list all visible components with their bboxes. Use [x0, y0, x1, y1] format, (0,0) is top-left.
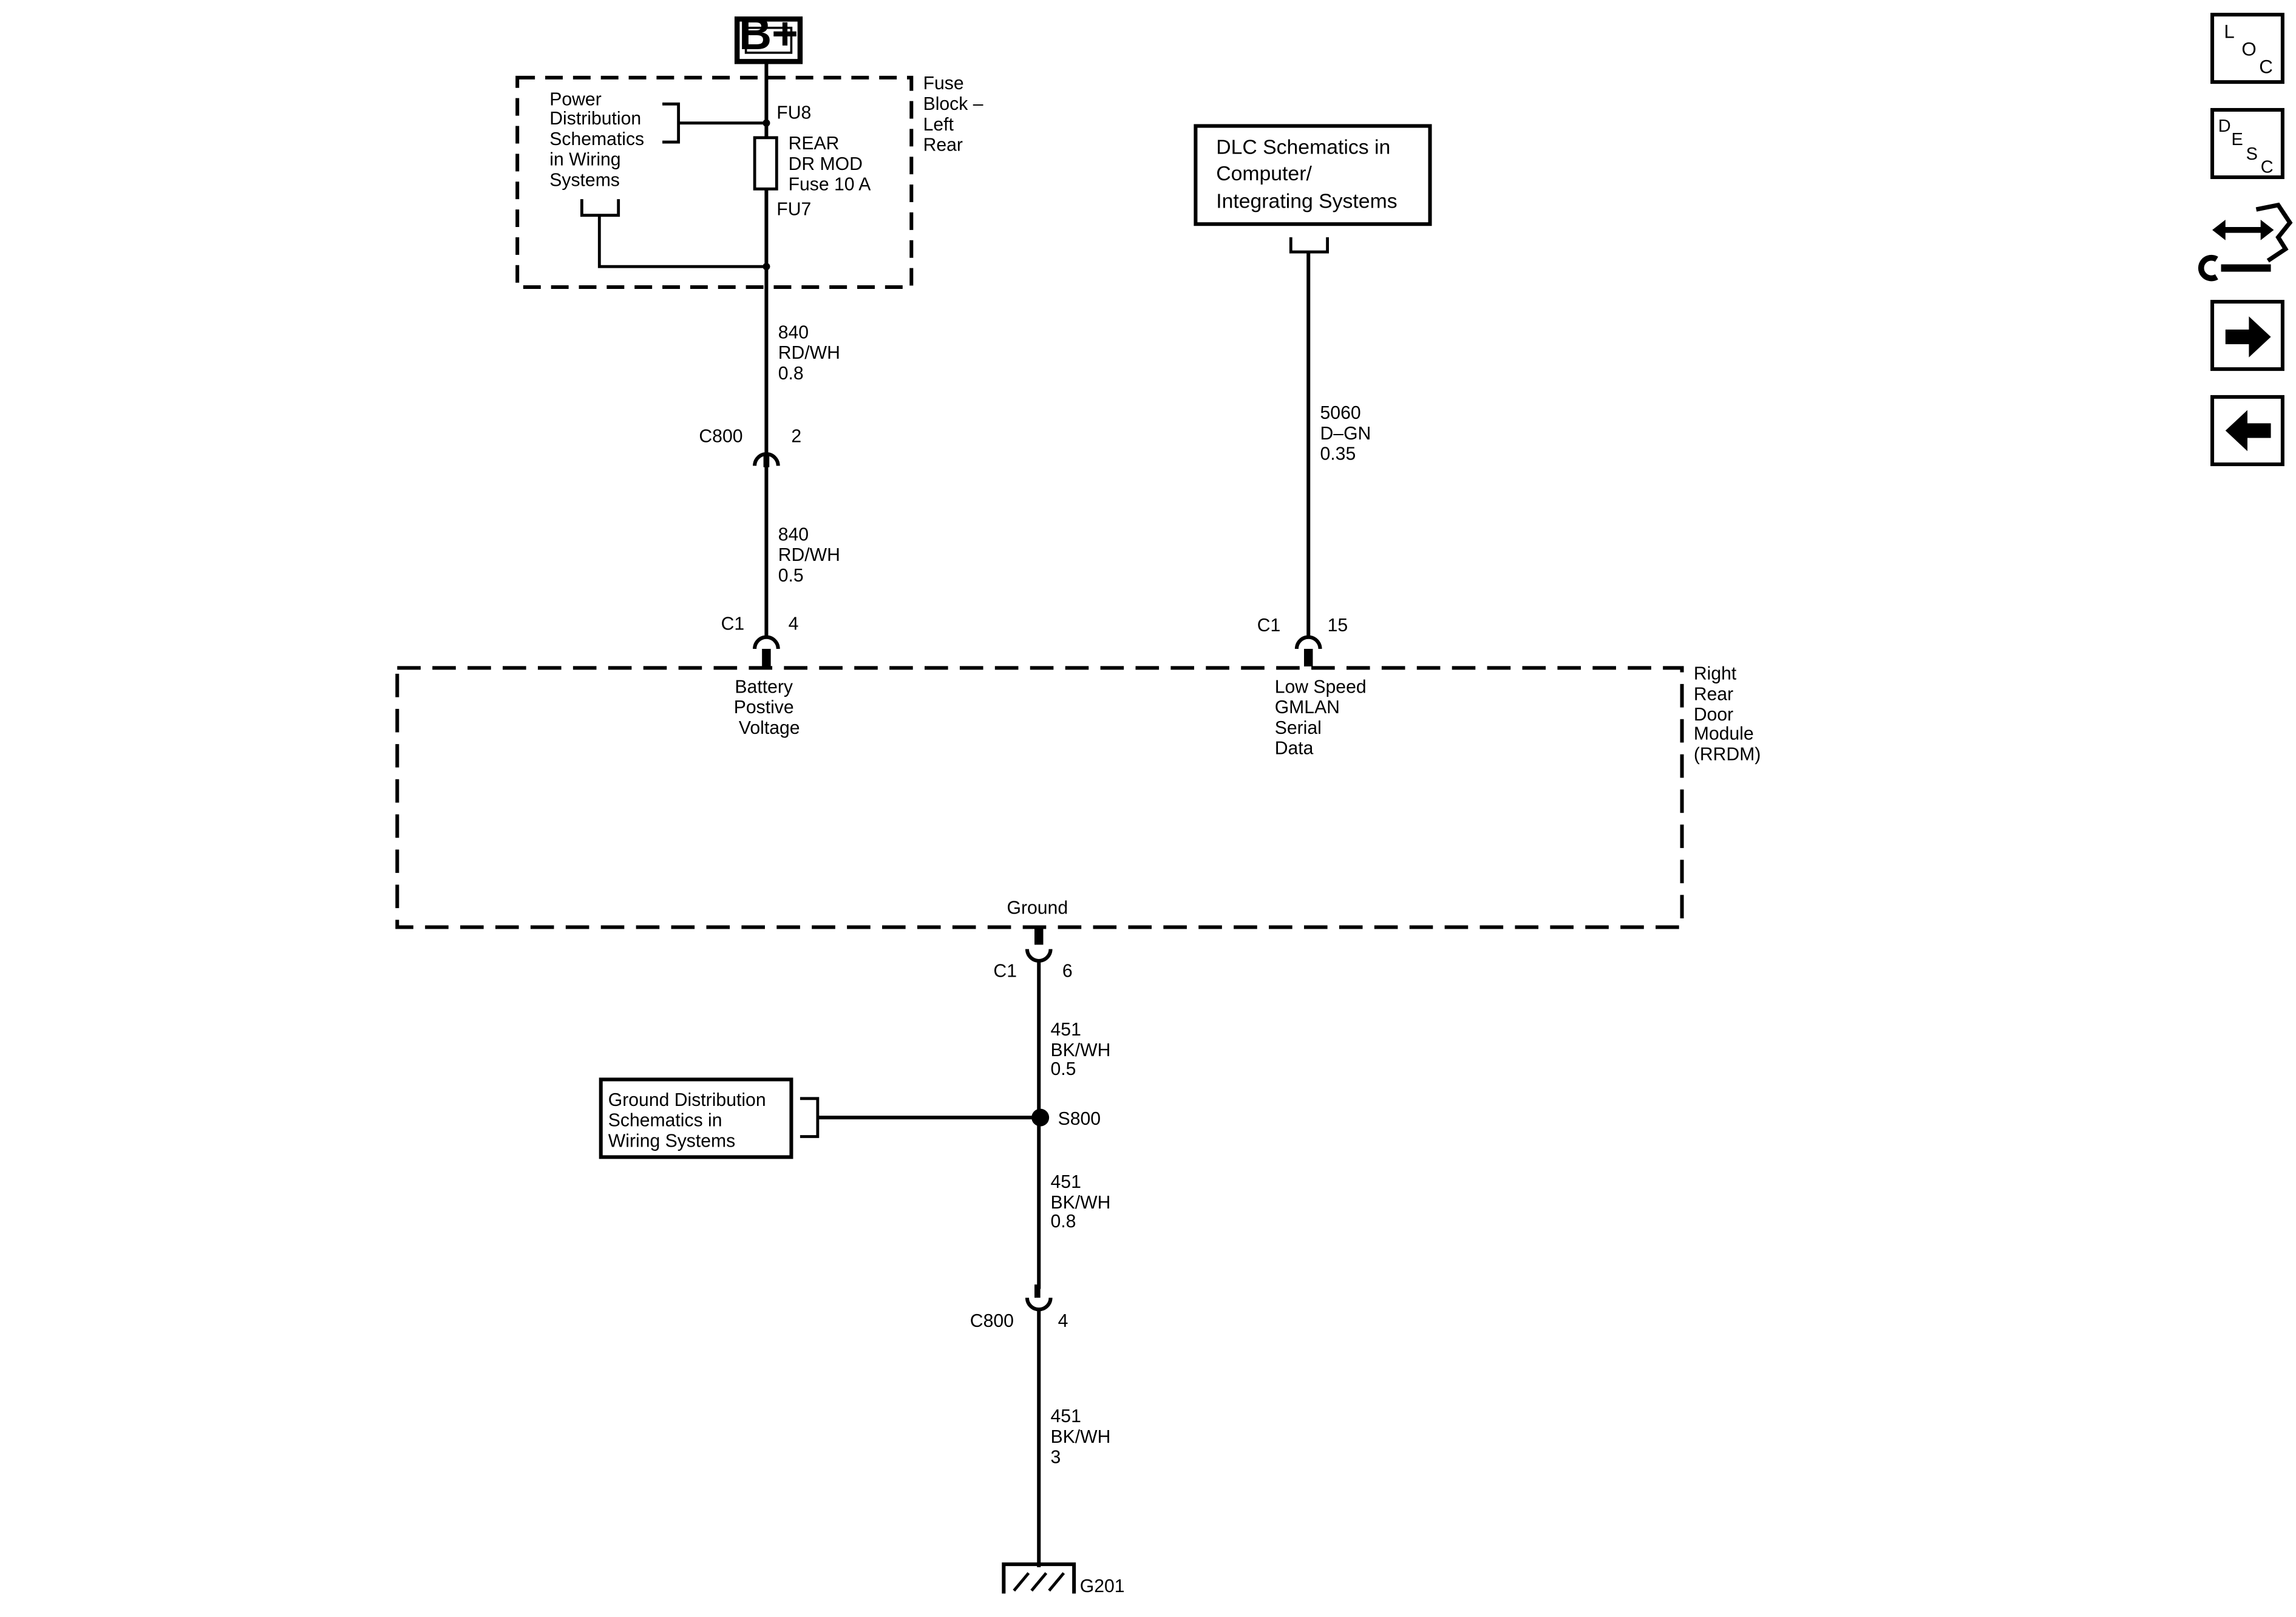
ground-point-label: G201	[1080, 1576, 1125, 1596]
svg-text:C1: C1	[721, 614, 745, 634]
svg-text:DLC Schematics in Comput: DLC Schematics in Computer/ Integrating …	[1216, 135, 1397, 212]
connector-c800-pin-4: C800 4	[970, 1284, 1068, 1331]
fu7-label: FU7	[776, 200, 811, 220]
connector-tools-icon[interactable]	[2198, 202, 2293, 282]
svg-text:C800: C800	[970, 1311, 1014, 1331]
wire-5060-label: 5060 D–GN 0.35	[1320, 403, 1376, 464]
svg-text:C1: C1	[993, 961, 1017, 981]
svg-text:C: C	[2261, 158, 2274, 177]
fuse-symbol	[753, 136, 778, 191]
ground-circuit: S800	[817, 960, 1101, 1567]
arrow-left-icon[interactable]	[2210, 395, 2284, 466]
svg-text:4: 4	[1058, 1311, 1068, 1331]
battery-positive-terminal: B+	[734, 8, 803, 64]
svg-text:2: 2	[791, 427, 801, 447]
svg-text:C1: C1	[1257, 615, 1281, 636]
right-rear-door-module: Right Rear Door Module (RRDM) Battery Po…	[395, 664, 1761, 929]
power-distribution-reference[interactable]: Power Distribution Schematics in Wiring …	[549, 90, 649, 191]
wire-840-upper-label: 840 RD/WH 0.8	[778, 322, 846, 384]
module-label: Right Rear Door Module (RRDM)	[1694, 664, 1761, 765]
svg-text:E: E	[2231, 130, 2243, 149]
wire-451-lower-label: 451 BK/WH 3	[1051, 1406, 1116, 1468]
location-button[interactable]: L O C	[2210, 13, 2284, 84]
svg-text:15: 15	[1328, 615, 1348, 636]
connector-c1-pin-6: C1 6	[993, 927, 1073, 981]
fuse-block-label: Fuse Block – Left Rear	[923, 73, 988, 155]
svg-text:C800: C800	[699, 427, 742, 447]
description-button[interactable]: D E S C	[2210, 107, 2284, 179]
svg-text:6: 6	[1062, 961, 1073, 981]
fuse-name: REAR DR MOD Fuse 10 A	[789, 134, 872, 195]
wire-451-upper-label: 451 BK/WH 0.5	[1051, 1020, 1116, 1079]
svg-text:4: 4	[789, 614, 799, 634]
gmlan-pin-label: Low Speed GMLAN Serial Data	[1275, 677, 1371, 758]
fu8-label: FU8	[776, 103, 811, 123]
svg-text:C: C	[2259, 56, 2273, 78]
connector-c1-pin-15: C1 15	[1257, 615, 1348, 666]
svg-text:S: S	[2246, 144, 2258, 164]
ground-pin-label: Ground	[1007, 898, 1068, 918]
battery-voltage-pin-label: Battery Postive Voltage	[734, 677, 800, 738]
connector-c800-pin-2: C800 2	[699, 427, 801, 467]
fuse-block-left-rear: Fuse Block – Left Rear Power Distributio…	[515, 73, 988, 289]
svg-text:D: D	[2218, 117, 2231, 136]
arrow-right-icon[interactable]	[2210, 300, 2284, 371]
svg-text:L: L	[2224, 21, 2234, 42]
dlc-schematics-reference[interactable]: DLC Schematics in Computer/ Integrating …	[1194, 124, 1432, 254]
wire-840-lower-label: 840 RD/WH 0.5	[778, 524, 846, 586]
splice-label: S800	[1058, 1109, 1101, 1129]
svg-text:Ground Distribution Sche: Ground Distribution Schematics in Wiring…	[608, 1090, 771, 1151]
svg-text:O: O	[2241, 39, 2256, 60]
ground-point-g201: G201	[1002, 1562, 1125, 1596]
wire-451-middle-label: 451 BK/WH 0.8	[1051, 1172, 1116, 1232]
ground-distribution-reference[interactable]: Ground Distribution Schematics in Wiring…	[599, 1077, 820, 1159]
connector-c1-pin-4: C1 4	[721, 614, 799, 666]
battery-label: B+	[739, 8, 798, 59]
